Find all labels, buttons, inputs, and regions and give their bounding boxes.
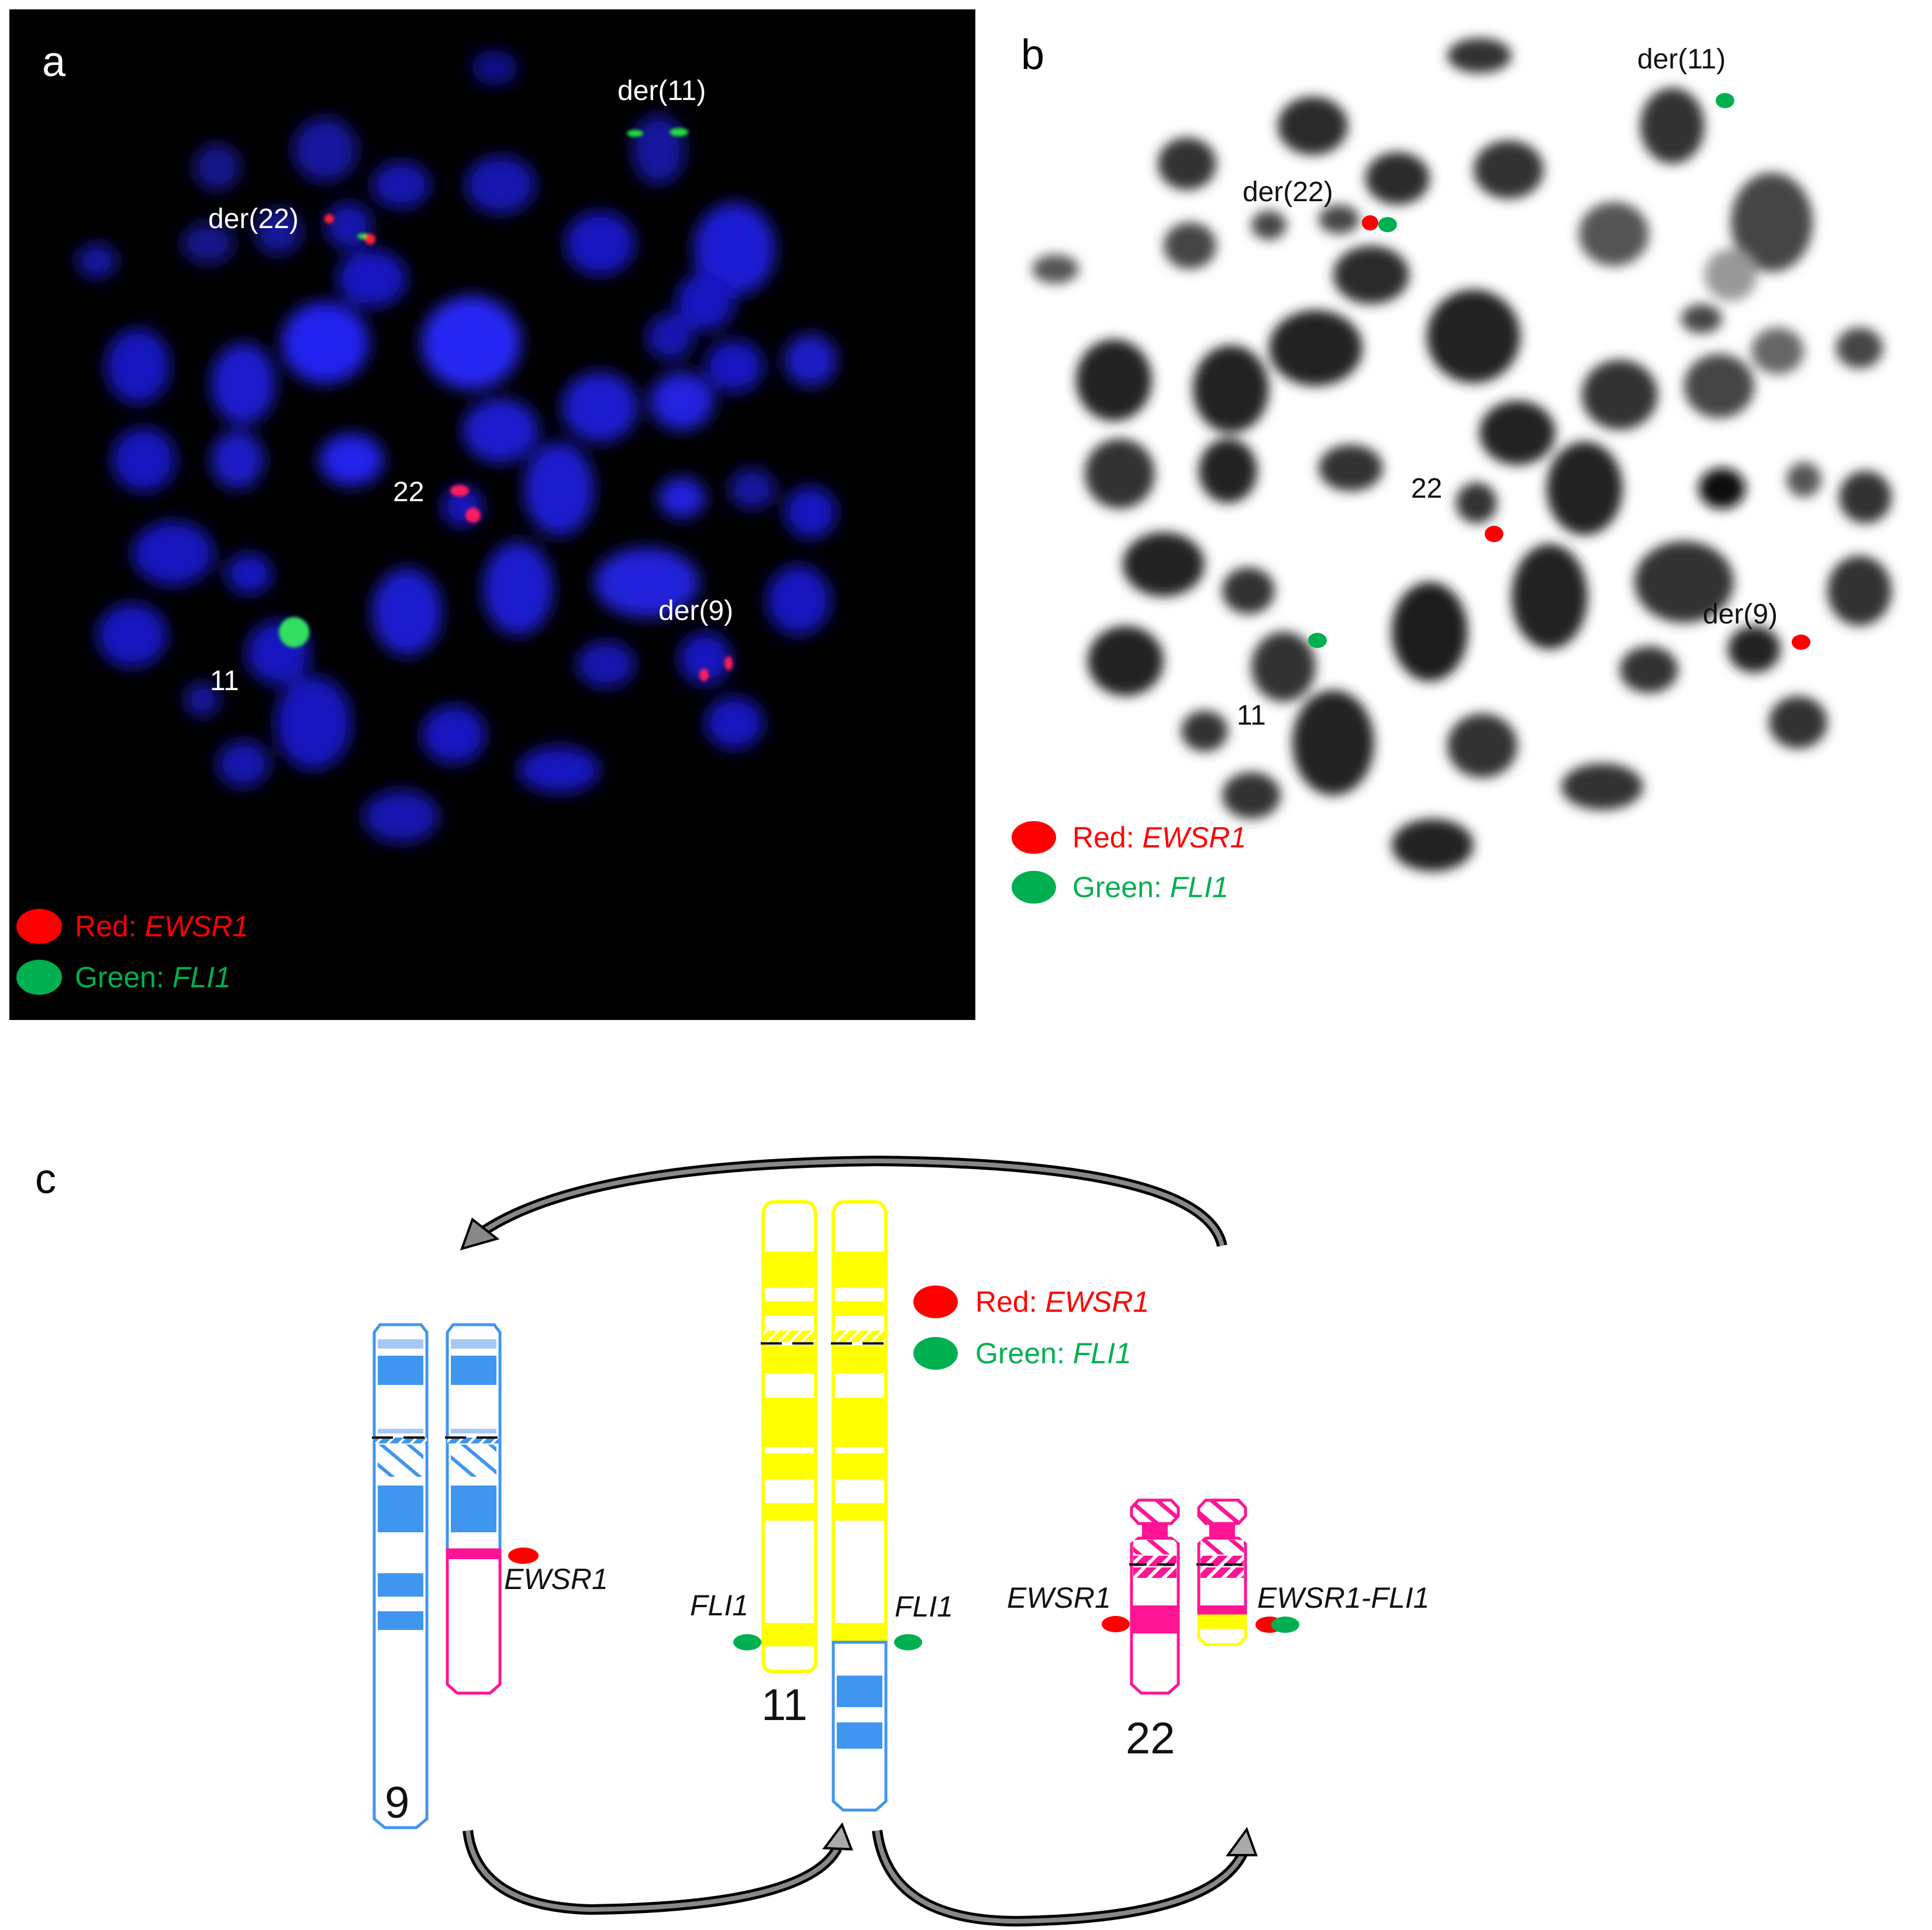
annotation-der9: der(9): [1703, 599, 1778, 630]
legend-prefix: Green:: [975, 1337, 1073, 1370]
legend-gene: EWSR1: [1045, 1285, 1150, 1318]
green-dot-icon: [1012, 871, 1056, 904]
translocation-ideogram: [372, 1155, 1299, 1927]
red-dot-icon: [16, 909, 62, 944]
arrow-bottom-right-icon: [872, 1826, 1258, 1927]
legend-gene: EWSR1: [144, 910, 249, 943]
legend-gene: EWSR1: [1142, 821, 1247, 854]
chromosome-der22: [1196, 1498, 1299, 1646]
green-dot-icon: [913, 1337, 958, 1370]
panel-label-c: c: [35, 1156, 56, 1202]
chromosome-der11: [831, 1200, 922, 1812]
signal-markers: [1308, 93, 1810, 650]
gene-label-der22-fusion: EWSR1-FLI1: [1257, 1581, 1430, 1614]
fish-metaphase-image: [77, 50, 837, 843]
legend-gene: FLI1: [1169, 871, 1229, 904]
legend-gene: FLI1: [172, 961, 231, 994]
green-signal-icon: [733, 1634, 761, 1650]
legend-gene: FLI1: [1072, 1337, 1131, 1370]
annotation-der9: der(9): [658, 595, 734, 626]
legend-red-ewsr1: Red: EWSR1: [16, 909, 249, 944]
annotation-der11: der(11): [617, 75, 706, 106]
annotation-11: 11: [210, 666, 239, 697]
chromosome-label-11: 11: [761, 1680, 808, 1730]
red-signal-icon: [1102, 1616, 1130, 1632]
annotation-22: 22: [1411, 473, 1443, 504]
red-signal-icon: [508, 1548, 539, 1564]
chromosome-9-normal: [372, 1323, 429, 1829]
annotation-22: 22: [393, 477, 425, 508]
chromosome-22-normal: [1102, 1498, 1181, 1695]
legend-prefix: Red:: [1072, 821, 1143, 854]
legend-prefix: Red:: [975, 1285, 1046, 1318]
gene-label-der11-fli1: FLI1: [895, 1590, 954, 1623]
gene-label-der9-ewsr1: EWSR1: [504, 1563, 608, 1595]
legend-prefix: Red:: [75, 910, 145, 943]
red-dot-icon: [913, 1285, 958, 1318]
panel-c-ideogram: c Red: EWSR1 Green: FLI1 EWSR1 FLI1 FLI1…: [0, 1111, 1932, 1927]
arrow-bottom-left-icon: [463, 1822, 853, 1915]
gene-label-chr22-ewsr1: EWSR1: [1007, 1581, 1111, 1614]
red-dot-icon: [1012, 821, 1056, 854]
chromosome-11-normal: [733, 1200, 818, 1673]
fish-signals: [279, 128, 733, 681]
panel-label-b: b: [1021, 32, 1045, 78]
green-signal-icon: [1271, 1617, 1299, 1633]
legend-green-fli1: Green: FLI1: [913, 1336, 1131, 1370]
annotation-der11: der(11): [1637, 44, 1726, 75]
legend-red-ewsr1: Red: EWSR1: [913, 1285, 1149, 1319]
chromosome-label-22: 22: [1126, 1714, 1175, 1763]
green-dot-icon: [16, 960, 62, 995]
green-signal-icon: [894, 1634, 922, 1650]
inverted-metaphase-image: [1032, 38, 1892, 871]
legend-prefix: Green:: [75, 961, 172, 994]
legend-prefix: Green:: [1072, 871, 1170, 904]
chromosome-label-9: 9: [385, 1778, 410, 1828]
legend-red-ewsr1: Red: EWSR1: [1012, 821, 1246, 854]
chromosome-der9: [445, 1323, 539, 1695]
annotation-11: 11: [1237, 700, 1266, 731]
panel-b-inverted-image: b der(11) der(22) 22 der(9) 11 Red: EWSR…: [994, 0, 1932, 1029]
annotation-der22: der(22): [1243, 177, 1333, 208]
panel-label-a: a: [42, 39, 66, 85]
annotation-der22: der(22): [208, 204, 299, 235]
gene-label-chr11-fli1: FLI1: [690, 1589, 749, 1622]
legend-green-fli1: Green: FLI1: [1012, 870, 1229, 904]
legend-green-fli1: Green: FLI1: [16, 960, 231, 995]
panel-a-fish-image: a der(11) der(22) 22 der(9) 11 Red: EWSR…: [9, 9, 975, 1020]
arrow-top-icon: [460, 1155, 1227, 1250]
